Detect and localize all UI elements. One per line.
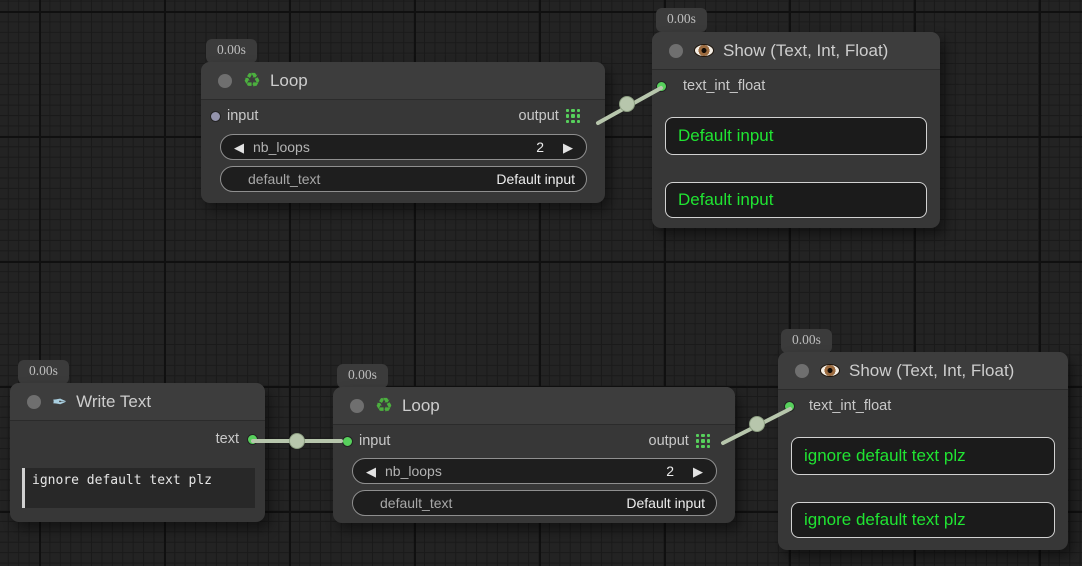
node-header[interactable]: ♻ Loop [201, 62, 605, 100]
stepper-value: 2 [536, 139, 544, 155]
text-editor-content[interactable]: ignore default text plz [32, 473, 213, 488]
node-title: Loop [401, 395, 440, 415]
collapse-dot-icon[interactable] [27, 394, 41, 409]
node-loop-top[interactable]: ♻ Loop input output ◀ nb_loops 2 ▶ defau… [201, 62, 605, 203]
text-caret [22, 468, 25, 508]
node-write-text[interactable]: ✒ Write Text text ignore default text pl… [10, 383, 265, 522]
node-header[interactable]: Show (Text, Int, Float) [652, 32, 940, 70]
recycle-icon: ♻ [243, 69, 261, 92]
display-box: ignore default text plz [791, 502, 1055, 538]
collapse-dot-icon[interactable] [795, 363, 809, 378]
output-label: output [648, 433, 689, 449]
field-label: default_text [380, 495, 453, 511]
stepper-left-icon[interactable]: ◀ [366, 463, 376, 479]
default-text-field[interactable]: default_text Default input [220, 166, 587, 192]
timer-badge: 0.00s [781, 329, 832, 353]
input-label: input [227, 108, 259, 124]
input-label: text_int_float [683, 78, 766, 94]
stepper-label: nb_loops [385, 463, 442, 479]
output-socket[interactable] [247, 433, 258, 445]
node-loop-bottom[interactable]: ♻ Loop input output ◀ nb_loops 2 ▶ defau… [333, 387, 735, 523]
output-label: text [215, 431, 239, 447]
node-header[interactable]: Show (Text, Int, Float) [778, 352, 1068, 390]
stepper-right-icon[interactable]: ▶ [563, 139, 573, 155]
stepper-left-icon[interactable]: ◀ [234, 139, 244, 155]
timer-badge: 0.00s [206, 39, 257, 63]
display-box: ignore default text plz [791, 437, 1055, 475]
stepper-label: nb_loops [253, 139, 310, 155]
node-show-top[interactable]: Show (Text, Int, Float) text_int_float D… [652, 32, 940, 228]
node-title: Show (Text, Int, Float) [723, 40, 889, 60]
default-text-field[interactable]: default_text Default input [352, 490, 717, 516]
output-label: output [518, 108, 559, 124]
display-box: Default input [665, 117, 927, 155]
field-label: default_text [248, 171, 321, 187]
link-handle-dot[interactable] [619, 96, 635, 112]
node-show-bottom[interactable]: Show (Text, Int, Float) text_int_float i… [778, 352, 1068, 550]
collapse-dot-icon[interactable] [218, 73, 232, 88]
nb-loops-stepper[interactable]: ◀ nb_loops 2 ▶ [220, 134, 587, 160]
input-socket[interactable] [784, 400, 795, 412]
input-label: text_int_float [809, 398, 892, 414]
recycle-icon: ♻ [375, 394, 393, 417]
timer-badge: 0.00s [337, 364, 388, 388]
node-title: Loop [269, 70, 308, 90]
link-handle-dot[interactable] [749, 416, 765, 432]
input-socket[interactable] [656, 80, 667, 92]
link-handle-dot[interactable] [289, 433, 305, 449]
timer-badge: 0.00s [656, 8, 707, 32]
input-socket[interactable] [342, 435, 353, 447]
eye-icon [820, 364, 840, 377]
pen-icon: ✒ [52, 391, 68, 412]
timer-badge: 0.00s [18, 360, 69, 384]
collapse-dot-icon[interactable] [669, 43, 683, 58]
node-header[interactable]: ✒ Write Text [10, 383, 265, 421]
nb-loops-stepper[interactable]: ◀ nb_loops 2 ▶ [352, 458, 717, 484]
stepper-value: 2 [666, 463, 674, 479]
field-value: Default input [626, 495, 705, 511]
stepper-right-icon[interactable]: ▶ [693, 463, 703, 479]
grid-output-socket-icon[interactable] [565, 108, 580, 124]
grid-output-socket-icon[interactable] [695, 433, 710, 449]
node-title: Write Text [76, 391, 152, 411]
field-value: Default input [496, 171, 575, 187]
node-header[interactable]: ♻ Loop [333, 387, 735, 425]
eye-icon [694, 44, 714, 57]
input-socket[interactable] [210, 110, 221, 122]
display-box: Default input [665, 182, 927, 218]
collapse-dot-icon[interactable] [350, 398, 364, 413]
node-title: Show (Text, Int, Float) [849, 360, 1015, 380]
input-label: input [359, 433, 391, 449]
text-editor-area[interactable]: ignore default text plz [22, 468, 255, 508]
